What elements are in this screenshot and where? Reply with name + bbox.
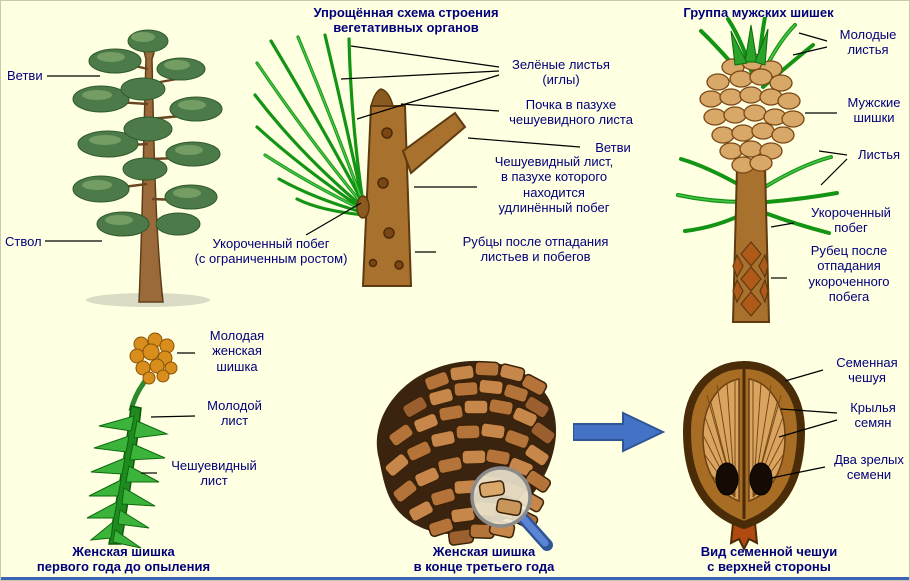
short-shoot-sheath [356,195,370,219]
seed-right [749,462,773,496]
scheme-branches-label: Ветви [595,140,631,155]
tree-branches-label: Ветви [7,68,43,83]
tree-trunk-label: Ствол [5,234,42,249]
young-leaf-tuft [730,24,769,66]
leaves-label: Листья [857,147,901,162]
tree-foliage-highlights [82,32,206,225]
scale-leaves [86,415,169,549]
axillary-bud [370,88,394,107]
male-cones-title: Группа мужских шишек [683,5,834,20]
seed-left [715,462,739,496]
bottom-rule [1,577,909,580]
short-shoot-label: Укороченный побег(с ограниченным ростом) [194,236,348,267]
short-shoot-scar-pattern [732,241,769,317]
male-cones-illustration [676,17,839,323]
pine-tree-illustration [72,29,223,307]
arrow-right-icon [573,411,665,453]
leaf-scars [368,127,404,270]
seed-scale-illustration [682,360,806,552]
vegetative-organs-scheme-illustration [253,33,467,287]
green-leaves-label: Зелёные листья(иглы) [512,57,610,88]
seed-scale-base [729,522,759,552]
magnifier-icon [470,466,553,551]
mature-cone-illustration [376,360,558,551]
young-cone-head [129,332,178,385]
side-branch [401,111,467,175]
leader-scheme-branches [467,137,581,148]
male-cone-cluster [699,53,805,174]
young-female-cone-illustration [86,332,178,549]
